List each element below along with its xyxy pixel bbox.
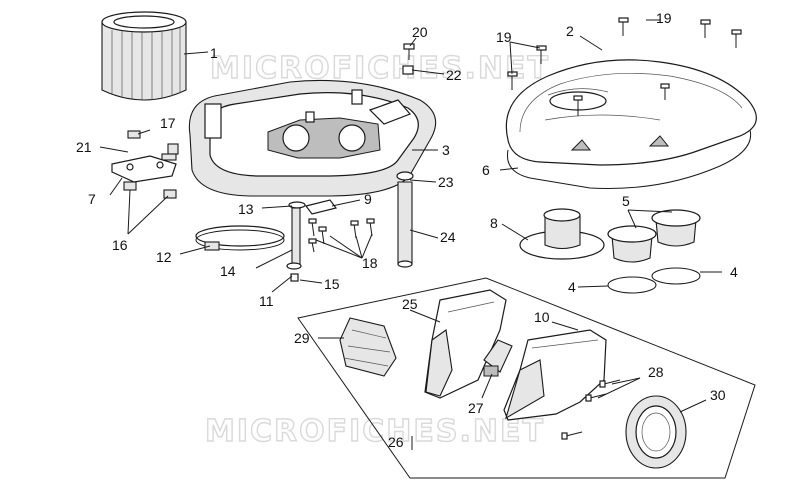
breather-hose xyxy=(396,171,414,268)
air-filter-element xyxy=(101,11,187,101)
channel-screws xyxy=(561,379,621,440)
clip-and-screws xyxy=(304,199,375,253)
callout-14: 14 xyxy=(220,263,236,279)
o-ring-left xyxy=(607,276,657,294)
callout-20: 20 xyxy=(412,24,428,40)
intake-grille xyxy=(625,395,687,469)
callout-4-right: 4 xyxy=(730,264,738,280)
upper-intake-channel xyxy=(424,289,507,399)
watermark-top: MICROFICHES.NET xyxy=(210,51,550,86)
o-ring-right xyxy=(651,267,701,285)
callout-24: 24 xyxy=(440,229,456,245)
callout-26: 26 xyxy=(388,434,404,450)
callout-9: 9 xyxy=(364,191,372,207)
callout-29: 29 xyxy=(294,330,310,346)
intake-funnel-flange xyxy=(519,208,605,260)
callout-8: 8 xyxy=(490,215,498,231)
callout-numbers: 1 2 3 4 4 5 6 7 8 9 10 11 12 13 14 15 16… xyxy=(76,10,738,450)
leader-lines xyxy=(99,19,722,450)
callout-18: 18 xyxy=(362,255,378,271)
callout-4-left: 4 xyxy=(568,279,576,295)
intake-duct xyxy=(339,317,397,377)
cover-screws xyxy=(402,17,742,116)
lower-intake-channel xyxy=(503,329,607,421)
drain-tube-assembly xyxy=(286,201,306,282)
callout-13: 13 xyxy=(238,201,254,217)
watermark-bottom: MICROFICHES.NET xyxy=(205,414,545,449)
cover-gasket xyxy=(506,129,752,189)
callout-30: 30 xyxy=(710,387,726,403)
air-box-base xyxy=(188,79,437,197)
sub-assembly-frame xyxy=(297,277,756,479)
hose-clamp xyxy=(195,225,285,251)
callout-22: 22 xyxy=(446,67,462,83)
callout-25: 25 xyxy=(402,296,418,312)
callout-11: 11 xyxy=(259,293,274,309)
callout-10: 10 xyxy=(534,309,550,325)
callout-1: 1 xyxy=(210,45,218,61)
callout-6: 6 xyxy=(482,162,490,178)
callout-19-left: 19 xyxy=(496,29,512,45)
callout-12: 12 xyxy=(156,249,172,265)
callout-28: 28 xyxy=(648,364,664,380)
velocity-stacks xyxy=(607,209,701,263)
callout-21: 21 xyxy=(76,139,92,155)
callout-16: 16 xyxy=(112,237,128,253)
callout-5: 5 xyxy=(622,193,630,209)
callout-19-right: 19 xyxy=(656,10,672,26)
callout-7: 7 xyxy=(88,191,96,207)
callout-2: 2 xyxy=(566,23,574,39)
callout-27: 27 xyxy=(468,400,484,416)
callout-17: 17 xyxy=(160,115,176,131)
callout-23: 23 xyxy=(438,174,454,190)
duct-connector xyxy=(483,339,513,377)
callout-3: 3 xyxy=(442,142,450,158)
callout-15: 15 xyxy=(324,276,340,292)
mounting-hardware-left xyxy=(111,130,179,199)
